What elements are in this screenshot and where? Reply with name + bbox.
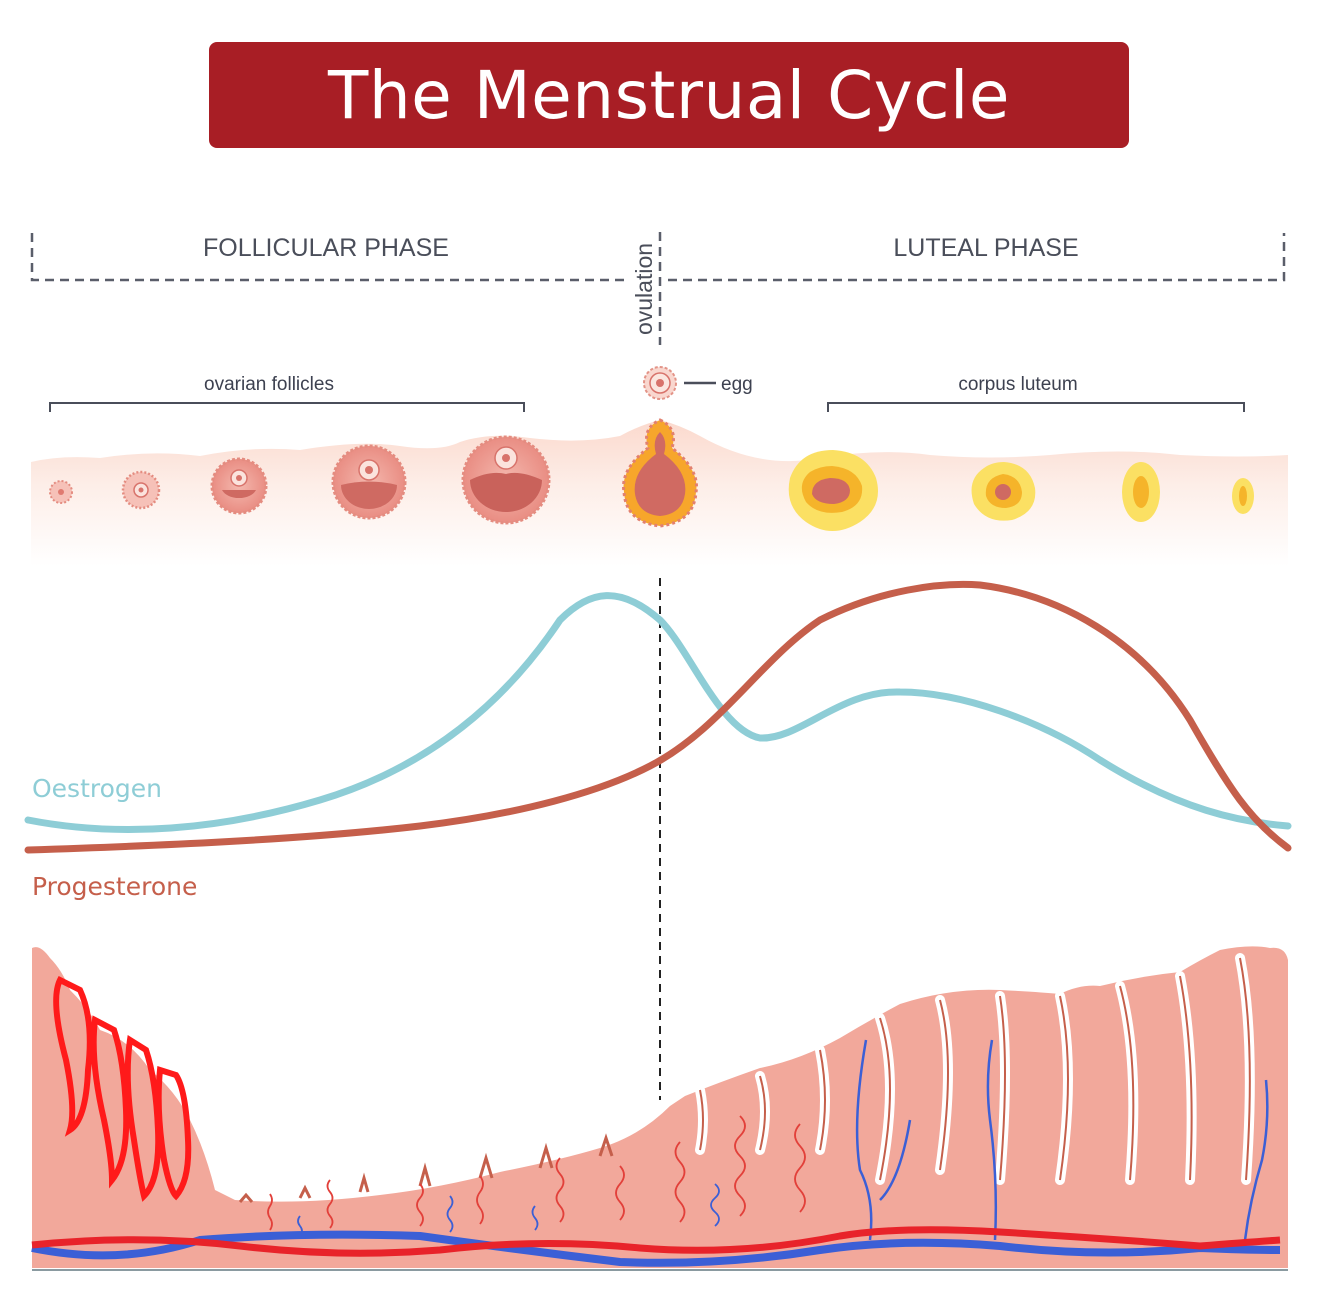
ovary-strip xyxy=(31,418,1288,566)
ovulating-follicle-icon xyxy=(622,418,698,528)
spiral-artery-icon xyxy=(267,1115,806,1231)
blood-vessel-icon xyxy=(53,975,192,1202)
follicle-icon xyxy=(49,480,73,504)
corpus-luteum-icon xyxy=(788,450,878,531)
page-title: The Menstrual Cycle xyxy=(328,56,1010,134)
corpus-luteum-bracket xyxy=(827,402,1245,412)
follicular-bracket xyxy=(30,233,624,282)
luteal-phase-label: LUTEAL PHASE xyxy=(893,234,1078,262)
phase-brackets: FOLLICULAR PHASE LUTEAL PHASE ovulation xyxy=(30,232,1286,345)
oestrogen-curve xyxy=(24,592,1292,833)
follicle-icon xyxy=(210,457,268,515)
egg-label: egg xyxy=(721,374,753,395)
luteal-bracket xyxy=(668,233,1286,282)
ovarian-follicles-label: ovarian follicles xyxy=(204,374,334,395)
corpus-luteum-icon xyxy=(1122,462,1160,522)
title-banner: The Menstrual Cycle xyxy=(209,42,1129,148)
progesterone-label: Progesterone xyxy=(32,872,197,901)
base-artery xyxy=(31,1226,1281,1257)
egg-icon xyxy=(643,366,677,400)
hormone-chart: Oestrogen Progesterone xyxy=(24,580,1292,901)
progesterone-curve xyxy=(24,580,1292,854)
corpus-luteum-label: corpus luteum xyxy=(958,374,1077,395)
follicular-phase-label: FOLLICULAR PHASE xyxy=(203,234,449,262)
follicle-icon xyxy=(331,444,407,520)
corpus-luteum-icon xyxy=(971,462,1036,521)
follicle-icon xyxy=(121,470,161,510)
follicles-bracket xyxy=(49,402,525,412)
endometrium-tissue xyxy=(32,946,1288,1268)
ovulation-label: ovulation xyxy=(631,243,657,335)
endometrium xyxy=(31,946,1288,1271)
base-vein xyxy=(31,1230,1281,1267)
ovary-labels: ovarian follicles corpus luteum egg xyxy=(49,366,1245,412)
corpus-luteum-icon xyxy=(1232,478,1254,514)
follicle-icon xyxy=(461,435,551,525)
oestrogen-label: Oestrogen xyxy=(32,774,162,803)
blood-vessel-icon xyxy=(855,1039,1269,1241)
